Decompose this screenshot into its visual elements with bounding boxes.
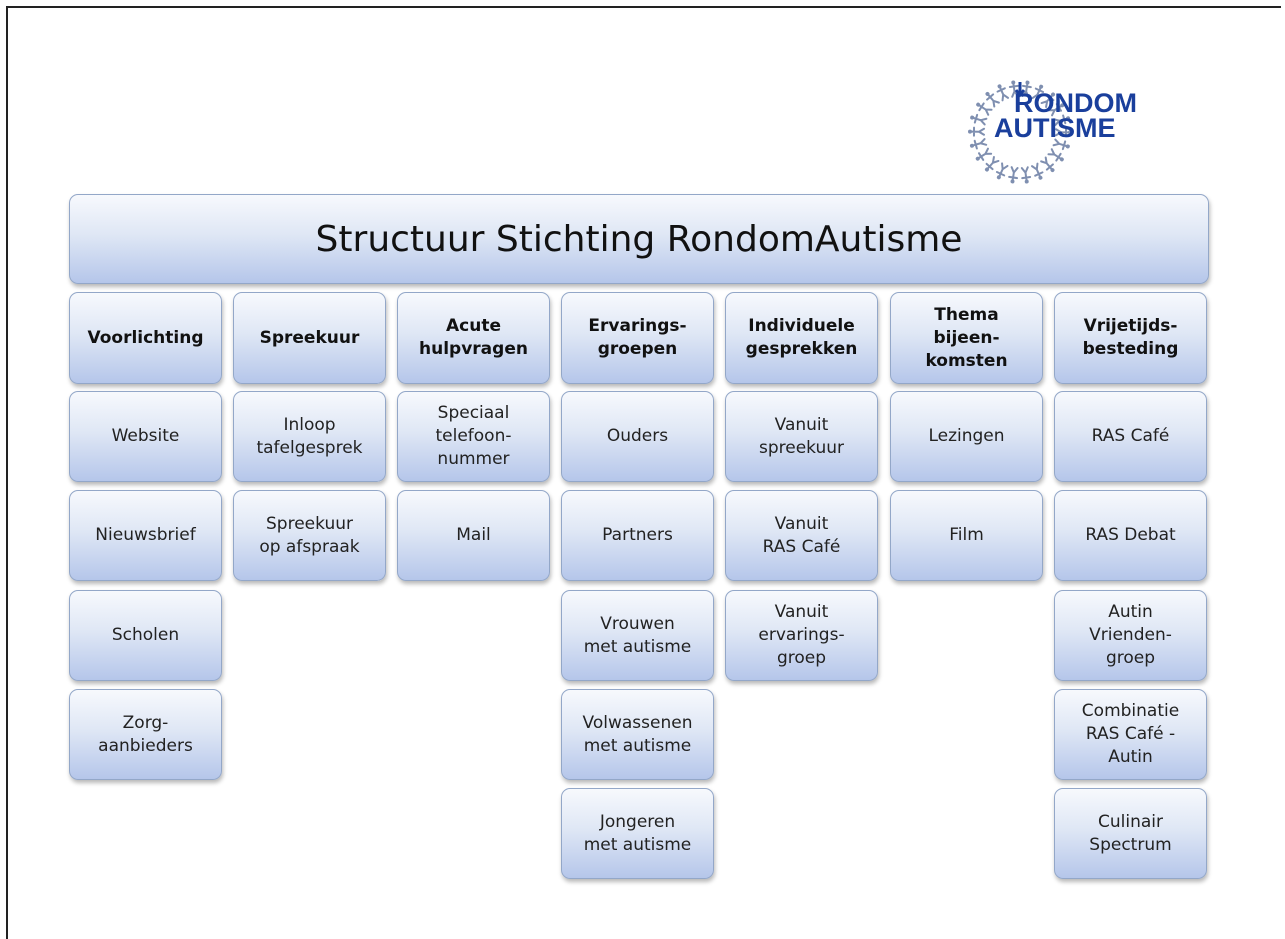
diagram-title-box: Structuur Stichting RondomAutisme [69, 194, 1209, 284]
column-2-item-1: Inloop tafelgesprek [233, 391, 386, 482]
column-header-2: Spreekuur [233, 292, 386, 384]
column-1-item-3: Scholen [69, 590, 222, 681]
logo-line-1: RONDOM [1014, 88, 1137, 118]
column-5-item-1: Vanuit spreekuur [725, 391, 878, 482]
slide-frame [6, 6, 1281, 939]
column-header-3: Acute hulpvragen [397, 292, 550, 384]
item-label: Ouders [606, 426, 669, 446]
item-label: Website [111, 426, 180, 446]
column-3-item-1: Speciaal telefoon- nummer [397, 391, 550, 482]
column-6-item-2: Film [890, 490, 1043, 581]
column-1-item-4: Zorg- aanbieders [69, 689, 222, 780]
item-label: RAS Café [1091, 426, 1170, 446]
column-7-item-4: Combinatie RAS Café - Autin [1054, 689, 1207, 780]
people-circle-logo-icon [968, 80, 1072, 184]
item-label: RAS Debat [1085, 525, 1176, 545]
item-label: Vanuit ervarings- groep [758, 602, 845, 668]
column-7-item-2: RAS Debat [1054, 490, 1207, 581]
item-label: Combinatie RAS Café - Autin [1081, 701, 1180, 767]
column-2-item-2: Spreekuur op afspraak [233, 490, 386, 581]
column-1-item-1: Website [69, 391, 222, 482]
item-label: Volwassenen met autisme [582, 712, 693, 756]
column-header-7: Vrijetijds- besteding [1054, 292, 1207, 384]
item-label: Autin Vrienden- groep [1089, 602, 1172, 668]
column-header-label: Vrijetijds- besteding [1082, 316, 1179, 359]
item-label: Spreekuur op afspraak [259, 513, 360, 557]
column-3-item-2: Mail [397, 490, 550, 581]
item-label: Speciaal telefoon- nummer [435, 403, 512, 469]
item-label: Film [949, 525, 984, 545]
item-label: Zorg- aanbieders [98, 712, 193, 756]
column-4-item-4: Volwassenen met autisme [561, 689, 714, 780]
item-label: Scholen [111, 625, 180, 645]
item-label: Vanuit RAS Café [762, 513, 841, 557]
column-4-item-2: Partners [561, 490, 714, 581]
item-label: Vrouwen met autisme [583, 613, 692, 657]
column-header-1: Voorlichting [69, 292, 222, 384]
column-5-item-2: Vanuit RAS Café [725, 490, 878, 581]
column-6-item-1: Lezingen [890, 391, 1043, 482]
column-header-4: Ervarings- groepen [561, 292, 714, 384]
column-header-label: Individuele gesprekken [745, 316, 858, 359]
column-7-item-3: Autin Vrienden- groep [1054, 590, 1207, 681]
column-1-item-2: Nieuwsbrief [69, 490, 222, 581]
item-label: Lezingen [928, 426, 1005, 446]
column-header-5: Individuele gesprekken [725, 292, 878, 384]
column-header-label: Thema bijeen- komsten [925, 304, 1008, 371]
item-label: Jongeren met autisme [583, 811, 692, 855]
item-label: Culinair Spectrum [1089, 811, 1172, 855]
column-header-label: Voorlichting [87, 327, 204, 348]
column-4-item-1: Ouders [561, 391, 714, 482]
column-5-item-3: Vanuit ervarings- groep [725, 590, 878, 681]
item-label: Inloop tafelgesprek [256, 414, 363, 458]
diagram-title: Structuur Stichting RondomAutisme [315, 218, 963, 260]
logo-line-2: AUTISME [994, 113, 1116, 143]
column-header-label: Ervarings- groepen [588, 316, 687, 359]
column-7-item-1: RAS Café [1054, 391, 1207, 482]
item-label: Nieuwsbrief [95, 525, 196, 545]
item-label: Partners [602, 525, 673, 545]
column-4-item-3: Vrouwen met autisme [561, 590, 714, 681]
column-header-label: Acute hulpvragen [419, 316, 528, 359]
column-7-item-5: Culinair Spectrum [1054, 788, 1207, 879]
item-label: Mail [456, 525, 491, 545]
item-label: Vanuit spreekuur [758, 414, 845, 458]
column-header-6: Thema bijeen- komsten [890, 292, 1043, 384]
column-4-item-5: Jongeren met autisme [561, 788, 714, 879]
column-header-label: Spreekuur [259, 327, 360, 348]
